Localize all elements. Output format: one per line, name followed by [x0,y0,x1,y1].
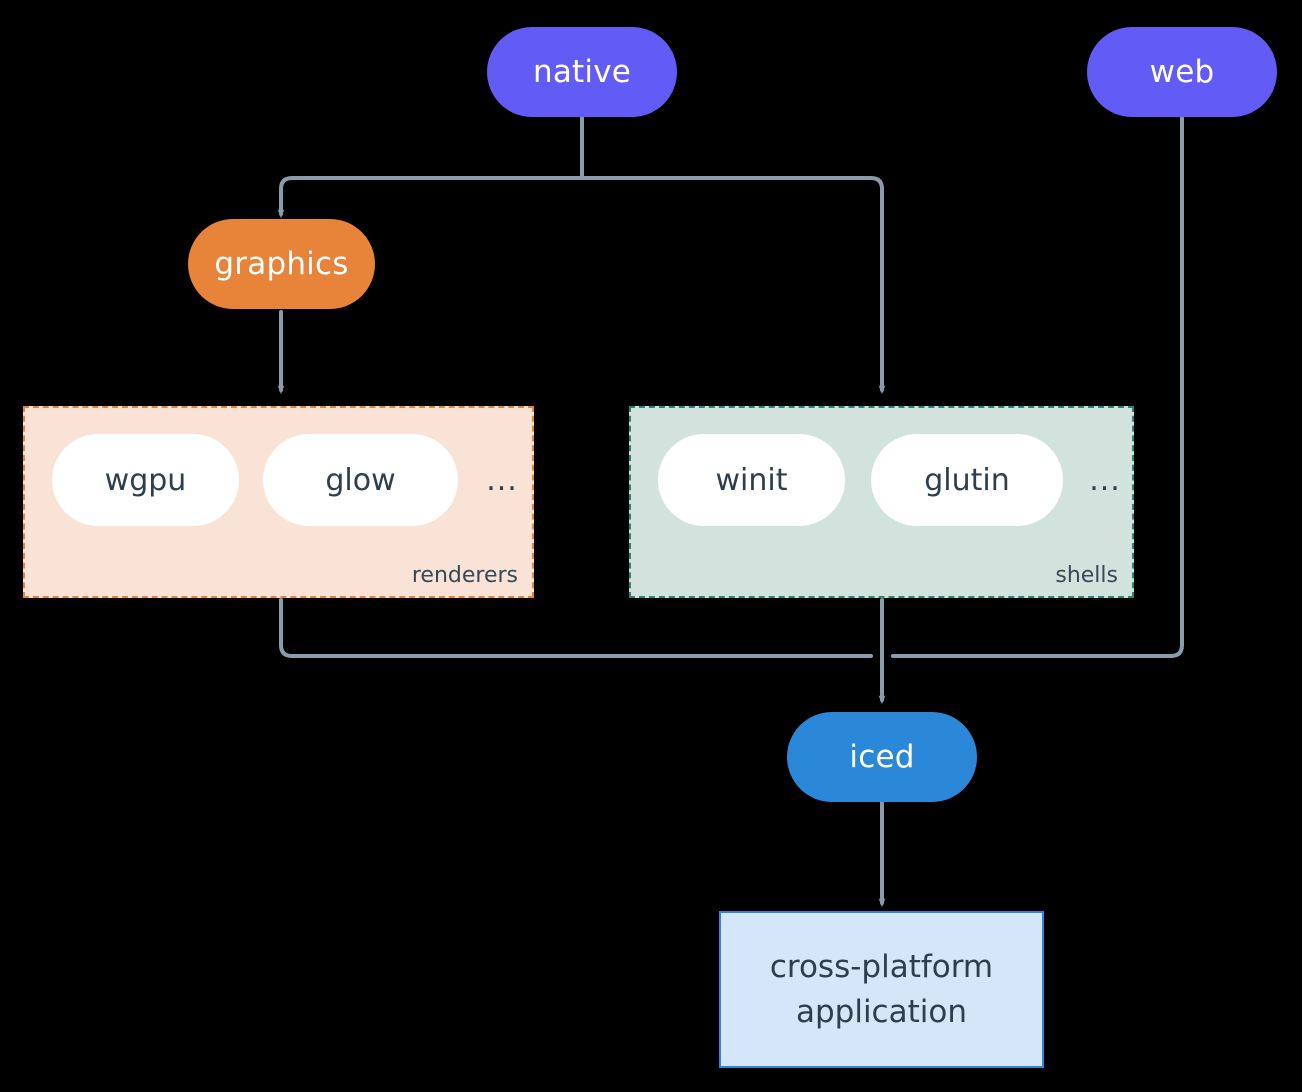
node-iced[interactable]: iced [787,712,977,802]
node-web[interactable]: web [1087,27,1277,117]
node-native-label: native [532,53,632,90]
inner-pill-winit[interactable]: winit [658,434,845,526]
inner-pill-glutin[interactable]: glutin [871,434,1063,526]
edge-native-graphics [277,176,584,219]
node-graphics-label: graphics [214,245,349,282]
node-native[interactable]: native [487,27,677,117]
edge-renderers-iced [279,598,873,658]
renderers-more-ellipsis: ... [486,462,518,498]
edge-native-shells [580,176,886,395]
node-application-label-line1: cross-platform [769,949,994,986]
group-renderers-label: renderers [411,563,518,588]
inner-pill-wgpu-label: wgpu [104,462,187,498]
shells-more-ellipsis: ... [1089,462,1121,498]
group-shells: winit glutin ... shells [629,406,1134,598]
node-application-label: cross-platform application [770,945,993,1033]
node-iced-label: iced [849,738,915,775]
node-application-label-line2: application [795,993,967,1030]
inner-pill-glutin-label: glutin [924,462,1010,498]
inner-pill-winit-label: winit [715,462,788,498]
inner-pill-glow[interactable]: glow [263,434,458,526]
group-shells-label: shells [1055,563,1118,588]
inner-pill-glow-label: glow [325,462,396,498]
node-web-label: web [1149,53,1215,90]
node-cross-platform-application[interactable]: cross-platform application [719,911,1044,1068]
group-renderers: wgpu glow ... renderers [23,406,534,598]
inner-pill-wgpu[interactable]: wgpu [52,434,239,526]
node-graphics[interactable]: graphics [188,219,375,309]
